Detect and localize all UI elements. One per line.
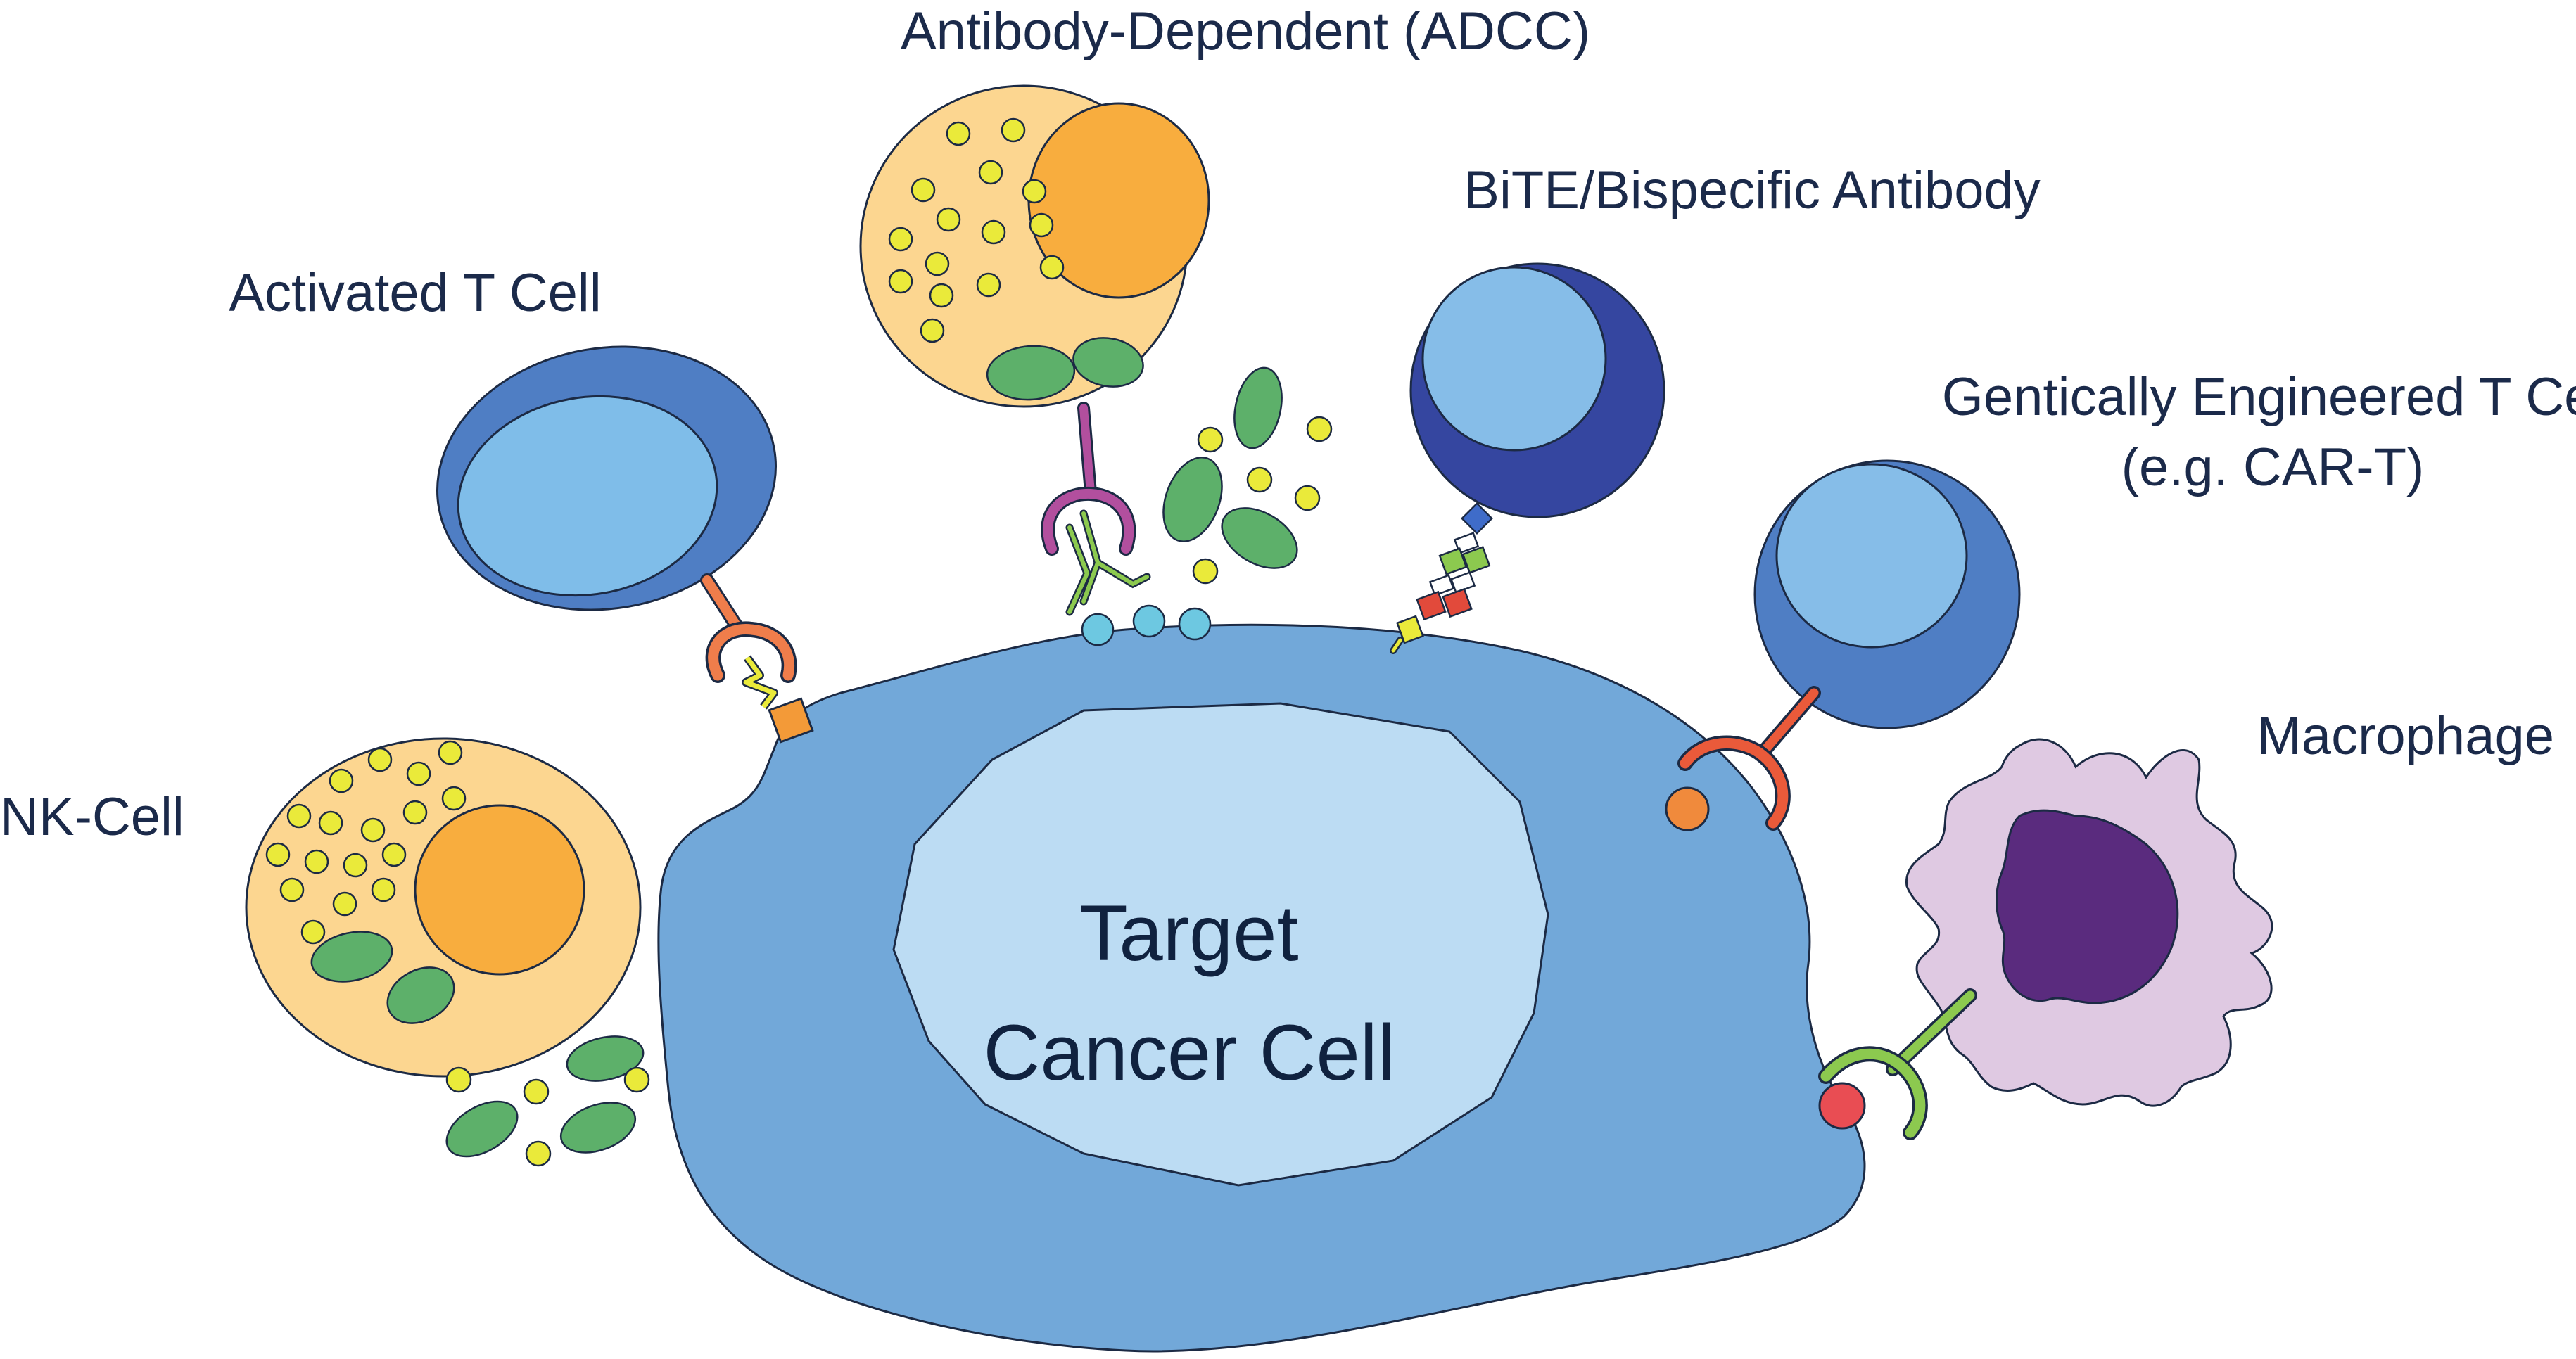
cd3-receptor [1461,502,1493,535]
bite-t-cell-nucleus [1421,266,1607,452]
adcc-granules [888,117,1065,343]
macrophage-nucleus [1996,809,2179,1004]
nk-released-granules [445,1035,650,1167]
bispecific-antibody [1416,532,1491,621]
activated-t-cell [436,345,814,744]
car-t-cell [1665,459,2021,831]
label-car-t-line2: (e.g. CAR-T) [2121,438,2425,497]
label-car-t-line1: Gentically Engineered T Cell [1942,367,2576,427]
target-cancer-cell: Target Cancer Cell [657,623,1866,1353]
mhc-molecule [768,697,814,744]
adcc-green-vesicles [986,337,1144,401]
adcc-cell [859,84,1210,616]
car-t-cell-nucleus [1775,463,1968,649]
cancer-cell-nucleus [892,702,1549,1187]
activated-t-cell-nucleus [457,395,718,597]
nk-cell [245,737,642,1078]
center-label-line1: Target [1079,889,1298,977]
label-bite: BiTE/Bispecific Antibody [1464,160,2041,220]
label-activated-t-cell: Activated T Cell [229,263,601,323]
car-target-antigen [1665,786,1710,831]
label-nk-cell: NK-Cell [0,787,184,847]
nk-green-vesicles [310,931,455,1024]
nk-cell-nucleus [414,804,585,976]
label-macrophage: Macrophage [2257,706,2555,766]
center-label-line2: Cancer Cell [983,1009,1395,1097]
macrophage-target-antigen [1818,1082,1866,1130]
bite-t-cell [1390,262,1665,654]
tumor-antigen [1396,615,1424,644]
surface-antigens [1081,604,1212,646]
label-adcc: Antibody-Dependent (ADCC) [901,1,1590,61]
macrophage [1818,738,2273,1140]
adcc-released-granules [1162,366,1333,585]
nk-granules [265,740,467,945]
